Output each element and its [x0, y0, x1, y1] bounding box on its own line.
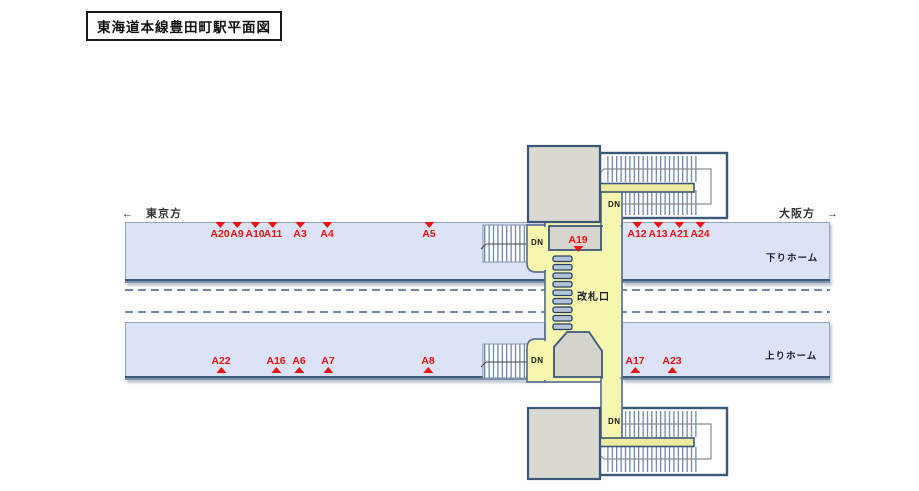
platform-edge	[125, 279, 545, 283]
platform-edge	[622, 376, 830, 380]
platform-marker-a19: A19	[568, 234, 588, 252]
marker-label: A21	[669, 228, 689, 240]
direction-tokyo-label: ← 東京方	[122, 208, 182, 220]
marker-triangle-icon	[322, 222, 332, 228]
platform-marker-a13: A13	[648, 222, 668, 240]
track-line-upper	[125, 289, 830, 291]
marker-label: A4	[320, 228, 334, 240]
marker-triangle-icon	[295, 222, 305, 228]
platform-marker-a12: A12	[627, 222, 647, 240]
marker-label: A19	[568, 234, 588, 246]
marker-label: A3	[293, 228, 307, 240]
platform-marker-a21: A21	[669, 222, 689, 240]
marker-label: A17	[625, 355, 645, 367]
platform-marker-a8: A8	[421, 355, 435, 373]
ticket-gate-machine	[552, 280, 573, 288]
marker-label: A10	[245, 228, 265, 240]
ticket-gate-machine	[552, 306, 573, 314]
marker-triangle-icon	[249, 222, 260, 228]
platform-marker-a24: A24	[690, 222, 710, 240]
marker-label: A22	[211, 355, 231, 367]
marker-label: A11	[263, 228, 283, 240]
marker-triangle-icon	[294, 367, 304, 373]
platform-up-left-section	[125, 322, 545, 380]
platform-up-right-section	[622, 322, 830, 380]
platform-marker-a11: A11	[263, 222, 283, 240]
map-title: 東海道本線豊田町駅平面図	[86, 11, 282, 41]
direction-osaka-label: 大阪方 →	[779, 208, 839, 220]
platform-marker-a6: A6	[292, 355, 306, 373]
ticket-gate-machine	[552, 314, 573, 322]
dn-label: DN	[608, 200, 621, 209]
ticket-gate-machine	[552, 297, 573, 305]
platform-marker-a23: A23	[662, 355, 682, 373]
platform-marker-a20: A20	[210, 222, 230, 240]
platform-marker-a3: A3	[293, 222, 307, 240]
marker-triangle-icon	[673, 222, 684, 228]
marker-label: A5	[422, 228, 436, 240]
track-line-lower	[125, 311, 830, 313]
dn-label: DN	[608, 417, 621, 426]
platform-edge	[125, 376, 545, 380]
marker-label: A9	[230, 228, 244, 240]
platform-marker-a7: A7	[321, 355, 335, 373]
marker-label: A13	[648, 228, 668, 240]
marker-triangle-icon	[232, 222, 242, 228]
marker-label: A8	[421, 355, 435, 367]
station-office	[553, 331, 603, 378]
marker-label: A24	[690, 228, 710, 240]
marker-triangle-icon	[423, 367, 433, 373]
platform-marker-a5: A5	[422, 222, 436, 240]
building-south	[526, 406, 602, 481]
platform-marker-a10: A10	[245, 222, 265, 240]
platform-marker-a9: A9	[230, 222, 244, 240]
marker-label: A7	[321, 355, 335, 367]
marker-label: A16	[266, 355, 286, 367]
marker-triangle-icon	[694, 222, 705, 228]
marker-label: A12	[627, 228, 647, 240]
ticket-gate-machine	[552, 263, 573, 271]
platform-up-label: 上りホーム	[765, 351, 818, 362]
marker-triangle-icon	[270, 367, 281, 373]
ticket-gate-machine	[552, 272, 573, 280]
ticket-gate-machines	[552, 255, 573, 331]
marker-triangle-icon	[666, 367, 677, 373]
platform-marker-a16: A16	[266, 355, 286, 373]
ticket-gate-machine	[552, 323, 573, 331]
marker-triangle-icon	[572, 246, 583, 252]
marker-triangle-icon	[323, 367, 333, 373]
building-north	[526, 144, 602, 224]
platform-marker-a4: A4	[320, 222, 334, 240]
marker-label: A6	[292, 355, 306, 367]
dn-label: DN	[531, 356, 544, 365]
marker-triangle-icon	[631, 222, 642, 228]
marker-triangle-icon	[215, 367, 226, 373]
marker-triangle-icon	[629, 367, 640, 373]
marker-triangle-icon	[214, 222, 225, 228]
platform-down-left-section	[125, 222, 545, 283]
stairs-platform-up	[480, 343, 530, 379]
ticket-gate-machine	[552, 255, 573, 263]
marker-triangle-icon	[268, 222, 278, 228]
marker-triangle-icon	[424, 222, 434, 228]
platform-down-right-section	[622, 222, 830, 283]
marker-triangle-icon	[652, 222, 663, 228]
ticket-gate-label: 改札口	[577, 292, 610, 303]
platform-marker-a17: A17	[625, 355, 645, 373]
ticket-gate-machine	[552, 289, 573, 297]
dn-label: DN	[531, 238, 544, 247]
marker-label: A23	[662, 355, 682, 367]
marker-label: A20	[210, 228, 230, 240]
platform-marker-a22: A22	[211, 355, 231, 373]
platform-down-label: 下りホーム	[766, 253, 819, 264]
platform-edge	[622, 279, 830, 283]
